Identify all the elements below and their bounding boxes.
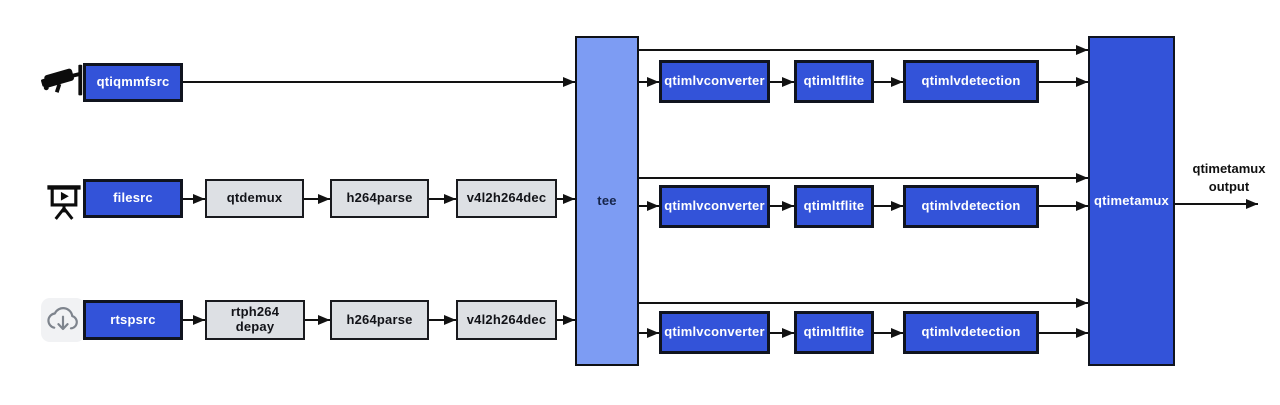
node-qtimlvconverter-2: qtimlvconverter (659, 185, 770, 228)
node-label: v4l2h264dec (466, 190, 547, 206)
node-tee: tee (575, 36, 639, 366)
cloud-download-icon (41, 298, 85, 342)
node-label: qtimlvconverter (664, 198, 765, 214)
node-label: qtimlvdetection (921, 73, 1021, 89)
node-qtimltflite-3: qtimltflite (794, 311, 874, 354)
node-label-line2: depay (235, 319, 275, 334)
cctv-camera-icon (40, 57, 88, 105)
node-label: qtimltflite (803, 73, 865, 89)
node-qtimlvdetection-2: qtimlvdetection (903, 185, 1039, 228)
node-qtimltflite-2: qtimltflite (794, 185, 874, 228)
node-h264parse-file: h264parse (330, 179, 429, 218)
node-rtspsrc: rtspsrc (83, 300, 183, 340)
node-label: qtimlvdetection (921, 324, 1021, 340)
node-label: qtimltflite (803, 198, 865, 214)
node-label: tee (597, 192, 617, 208)
node-label: h264parse (346, 311, 413, 327)
node-label: qtdemux (226, 190, 283, 206)
node-v4l2h264dec-file: v4l2h264dec (456, 179, 557, 218)
output-label: qtimetamux output (1188, 160, 1270, 195)
node-qtimlvdetection-3: qtimlvdetection (903, 311, 1039, 354)
node-qtimlvdetection-1: qtimlvdetection (903, 60, 1039, 103)
output-label-line1: qtimetamux (1192, 161, 1266, 176)
output-label-line2: output (1208, 178, 1250, 194)
node-label: h264parse (346, 190, 413, 206)
node-label-line1: rtph264 (230, 304, 280, 320)
node-label: qtimetamux (1094, 192, 1169, 208)
node-label: qtimlvconverter (664, 73, 765, 89)
node-h264parse-rtsp: h264parse (330, 300, 429, 340)
node-qtdemux: qtdemux (205, 179, 304, 218)
node-label: rtspsrc (110, 311, 156, 327)
node-filesrc: filesrc (83, 179, 183, 218)
node-v4l2h264dec-rtsp: v4l2h264dec (456, 300, 557, 340)
node-label: filesrc (113, 190, 153, 206)
node-label: qtiqmmfsrc (96, 74, 170, 90)
node-qtimltflite-1: qtimltflite (794, 60, 874, 103)
node-label: qtimlvdetection (921, 198, 1021, 214)
node-label: v4l2h264dec (466, 311, 547, 327)
node-qtiqmmfsrc: qtiqmmfsrc (83, 63, 183, 102)
node-qtimetamux: qtimetamux (1088, 36, 1175, 366)
presentation-play-icon (42, 179, 86, 223)
node-qtimlvconverter-3: qtimlvconverter (659, 311, 770, 354)
node-qtimlvconverter-1: qtimlvconverter (659, 60, 770, 103)
node-label: qtimltflite (803, 324, 865, 340)
node-rtph264depay: rtph264 depay (205, 300, 305, 340)
node-label: qtimlvconverter (664, 324, 765, 340)
